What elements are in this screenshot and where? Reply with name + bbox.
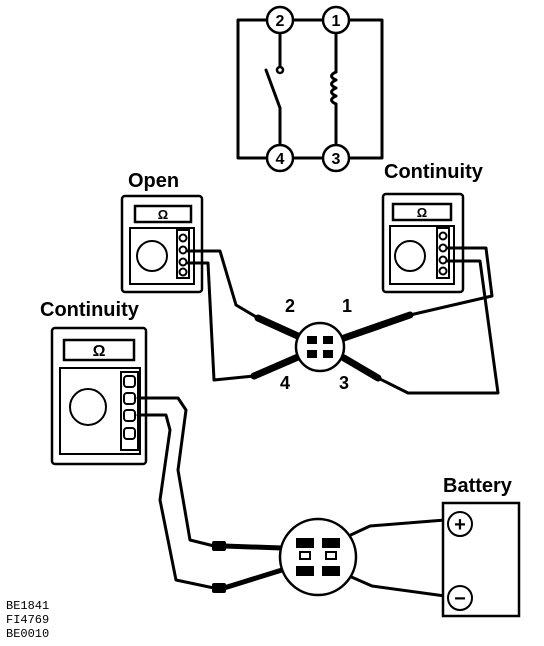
open-label: Open	[128, 170, 179, 192]
battery: + −	[441, 501, 521, 618]
schematic-terminal-3: 3	[321, 143, 351, 173]
lower-relay-connector	[136, 396, 447, 598]
open-ohm-symbol: Ω	[158, 207, 168, 222]
schematic-terminal-2-label: 2	[276, 13, 285, 30]
schematic-terminal-3-label: 3	[332, 151, 341, 168]
connector-pin-4-label: 4	[280, 373, 290, 393]
schematic-terminal-4-label: 4	[276, 151, 285, 168]
battery-label: Battery	[443, 475, 513, 497]
figure-code-2: FI4769	[6, 613, 49, 627]
figure-code-3: BE0010	[6, 627, 49, 641]
figure-code-1: BE1841	[6, 599, 49, 613]
schematic-terminal-1-label: 1	[332, 13, 341, 30]
schematic-terminal-1: 1	[321, 5, 351, 35]
connector-pin-3-label: 3	[339, 373, 349, 393]
continuity-left-ohm-symbol: Ω	[93, 343, 106, 360]
schematic-terminal-2: 2	[265, 5, 295, 35]
continuity-left-ohmmeter: Ω	[50, 326, 148, 466]
schematic-terminal-4: 4	[265, 143, 295, 173]
continuity-right-ohmmeter: Ω	[381, 192, 465, 294]
continuity-left-label: Continuity	[40, 299, 140, 321]
upper-relay-connector: 2 1 4 3	[186, 246, 500, 395]
open-ohmmeter: Ω	[120, 194, 204, 294]
connector-pin-1-label: 1	[342, 296, 352, 316]
relay-schematic: 2 1 4 3	[236, 5, 384, 173]
battery-plus-icon: +	[454, 514, 466, 536]
continuity-right-ohm-symbol: Ω	[417, 205, 427, 220]
battery-minus-icon: −	[454, 588, 466, 610]
connector-pin-2-label: 2	[285, 296, 295, 316]
continuity-right-label: Continuity	[384, 161, 484, 183]
